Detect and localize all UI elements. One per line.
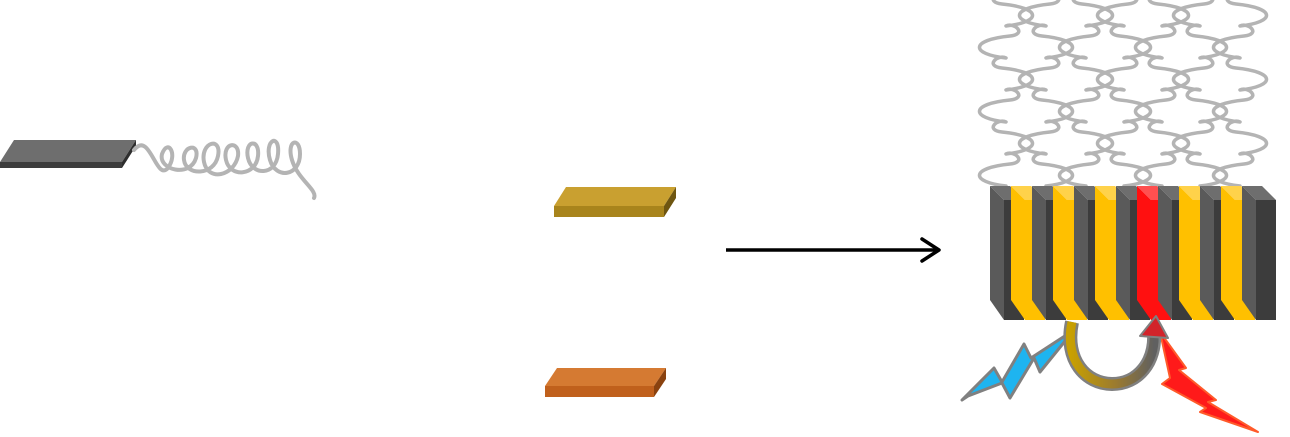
polymer-chain	[1095, 0, 1153, 188]
donor-plate-face	[990, 186, 1004, 320]
transfer-arrow-head	[1139, 315, 1169, 339]
acceptor-orange-side	[654, 368, 666, 397]
lightning-bolt-icon	[1159, 331, 1259, 433]
right-arrow-icon	[726, 237, 941, 263]
polymer-brush	[977, 0, 1269, 188]
acceptor-gold-side	[664, 187, 676, 217]
acceptor-gold-top	[554, 187, 676, 206]
coassembled-stack	[990, 186, 1276, 320]
polymer-donor-molecule	[0, 138, 317, 200]
donor-plate-face	[1158, 186, 1172, 320]
acceptor-block-gold	[554, 187, 676, 217]
polymer-chain	[1017, 0, 1075, 188]
acceptor-plate-face	[1221, 186, 1235, 320]
curved-arrow-icon	[1063, 315, 1169, 392]
acceptor-plate-face	[1179, 186, 1193, 320]
lightning-bolt-icon	[960, 328, 1076, 402]
acceptor-orange-top	[545, 368, 666, 386]
donor-plate-face	[1116, 186, 1130, 320]
transfer-arrow-fill	[1065, 321, 1159, 389]
donor-block-side	[122, 140, 136, 168]
polymer-tail	[132, 138, 317, 200]
donor-plate-face	[1242, 186, 1256, 320]
polymer-chain	[1133, 0, 1191, 188]
emitter-plate-face	[1137, 186, 1151, 320]
polymer-chain	[1057, 0, 1115, 188]
acceptor-plate-face	[1095, 186, 1109, 320]
polymer-chain	[977, 0, 1035, 188]
donor-plate-side	[1256, 200, 1276, 320]
acceptor-block-orange	[545, 368, 666, 397]
acceptor-orange-front	[545, 386, 654, 397]
donor-plate-top	[1242, 186, 1276, 200]
donor-block-front	[0, 162, 122, 168]
donor-plate-face	[1032, 186, 1046, 320]
donor-plate-face	[1200, 186, 1214, 320]
acceptor-plate-face	[1053, 186, 1067, 320]
polymer-chain	[1211, 0, 1269, 188]
acceptor-gold-front	[554, 206, 664, 217]
donor-plate-face	[1074, 186, 1088, 320]
polymer-chain	[1171, 0, 1229, 188]
acceptor-plate-face	[1011, 186, 1025, 320]
donor-block-top	[0, 140, 136, 162]
donor-plate	[1242, 186, 1276, 320]
